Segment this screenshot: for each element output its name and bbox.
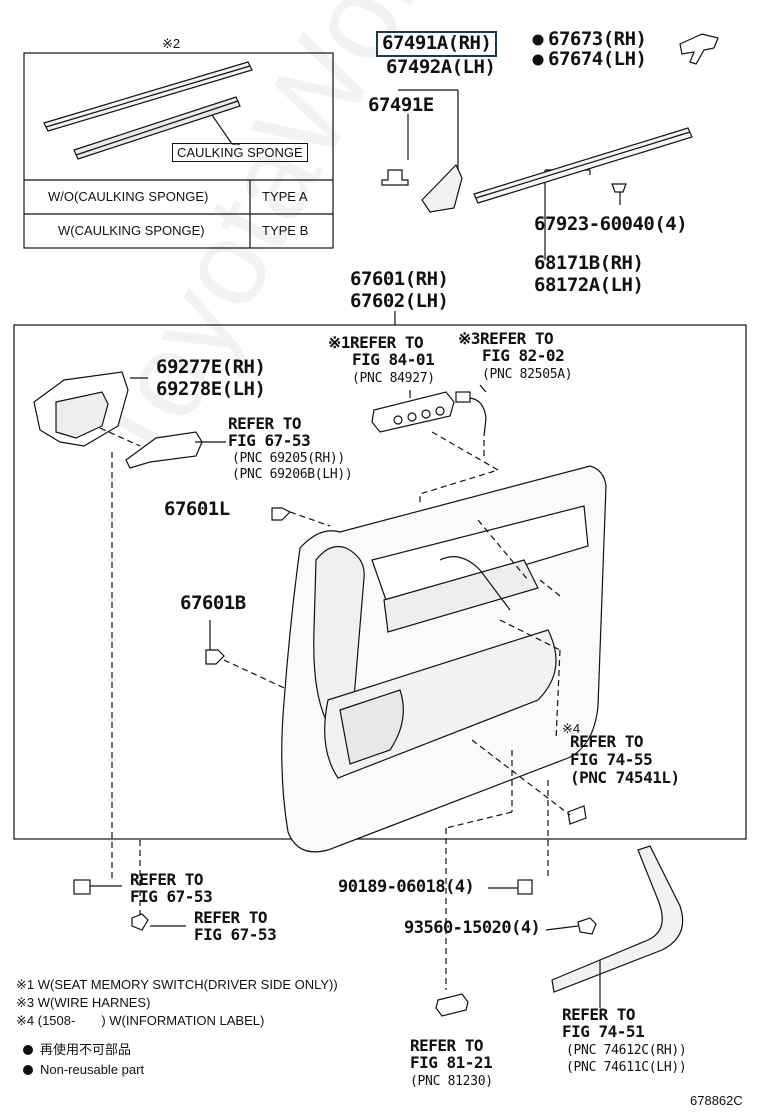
part-67491e[interactable]: 67491E [368, 94, 434, 116]
ref-fig74-55-pnc: (PNC 74541L) [570, 768, 680, 787]
non-reusable-dot-legend-2 [23, 1065, 33, 1075]
legend-en: Non-reusable part [40, 1062, 145, 1077]
bracket-67673 [679, 33, 719, 65]
part-67674[interactable]: 67674(LH) [548, 48, 647, 70]
non-reusable-dot-67674 [532, 54, 544, 66]
ref-fig67c-line1[interactable]: REFER TO [194, 908, 268, 927]
wire-harness-connector [455, 391, 471, 403]
note-4: ※4 (1508- ) W(INFORMATION LABEL) [16, 1013, 265, 1028]
ref-fig84-line1[interactable]: ※1REFER TO [328, 333, 424, 352]
part-68171b[interactable]: 68171B(RH) [534, 252, 644, 274]
ref-fig67a-pnc1: (PNC 69205(RH)) [232, 451, 345, 466]
ref-fig82-line1[interactable]: ※3REFER TO [458, 329, 554, 348]
ref-fig74-55-line1[interactable]: REFER TO [570, 732, 644, 751]
figure-code: 678862C [690, 1093, 743, 1108]
part-67601[interactable]: 67601(RH) [350, 268, 449, 290]
part-67923[interactable]: 67923-60040(4) [534, 213, 688, 235]
non-reusable-dot-67673 [532, 34, 544, 46]
ref-fig81-line2[interactable]: FIG 81-21 [410, 1053, 493, 1072]
inset-row-2-condition: W(CAULKING SPONGE) [58, 223, 205, 238]
legend-jp: 再使用不可部品 [40, 1042, 132, 1057]
ref-fig84-mark: ※1 [328, 333, 351, 352]
non-reusable-dot-legend [23, 1045, 33, 1055]
courtesy-lamp [435, 993, 469, 1017]
ref-fig74-55-mark: ※4 [562, 721, 581, 736]
armrest-trim [551, 845, 684, 993]
ref-fig84-line2[interactable]: FIG 84-01 [352, 350, 435, 369]
ref-fig67a-pnc2: (PNC 69206B(LH)) [232, 467, 353, 482]
ref-fig84-text: REFER TO [350, 333, 424, 352]
information-label [567, 805, 587, 825]
part-67673[interactable]: 67673(RH) [548, 28, 647, 50]
clip-67491e [381, 169, 409, 186]
ref-fig74-55-line2[interactable]: FIG 74-55 [570, 750, 653, 769]
ref-fig81-pnc: (PNC 81230) [410, 1074, 493, 1089]
clip-90189 [517, 879, 533, 895]
inner-door-handle [125, 431, 203, 469]
ref-fig67c-line2[interactable]: FIG 67-53 [194, 925, 277, 944]
ref-fig74-51-line2[interactable]: FIG 74-51 [562, 1022, 645, 1041]
clip-left-lower [73, 879, 91, 895]
part-67602[interactable]: 67602(LH) [350, 290, 449, 312]
part-68172a[interactable]: 68172A(LH) [534, 274, 644, 296]
door-trim-frame [13, 324, 747, 840]
ref-fig74-51-line1[interactable]: REFER TO [562, 1005, 636, 1024]
ref-fig84-pnc: (PNC 84927) [352, 371, 435, 386]
part-90189[interactable]: 90189-06018(4) [338, 877, 475, 897]
ref-fig67b-line1[interactable]: REFER TO [130, 870, 204, 889]
ref-fig67a-line1[interactable]: REFER TO [228, 414, 302, 433]
ref-fig67b-line2[interactable]: FIG 67-53 [130, 887, 213, 906]
part-67492a[interactable]: 67492A(LH) [386, 56, 496, 78]
inset-row-2-type: TYPE B [262, 223, 309, 238]
inset-box [23, 52, 334, 249]
ref-fig74-51-pnc1: (PNC 74612C(RH)) [566, 1043, 687, 1058]
inset-mark: ※2 [162, 36, 181, 51]
caulking-sponge-label: CAULKING SPONGE [172, 143, 308, 162]
inset-row-1-condition: W/O(CAULKING SPONGE) [48, 189, 209, 204]
inset-row-1-type: TYPE A [262, 189, 308, 204]
ref-fig67a-line2[interactable]: FIG 67-53 [228, 431, 311, 450]
note-1: ※1 W(SEAT MEMORY SWITCH(DRIVER SIDE ONLY… [16, 977, 338, 992]
ref-fig81-line1[interactable]: REFER TO [410, 1036, 484, 1055]
part-67601l[interactable]: 67601L [164, 498, 230, 520]
screw-93560 [577, 917, 597, 935]
part-67601b[interactable]: 67601B [180, 592, 246, 614]
part-69277e[interactable]: 69277E(RH) [156, 356, 266, 378]
ref-fig82-pnc: (PNC 82505A) [482, 367, 573, 382]
corner-cover [421, 163, 463, 213]
ref-fig82-mark: ※3 [458, 329, 481, 348]
ref-fig74-51-pnc2: (PNC 74611C(LH)) [566, 1060, 687, 1075]
part-93560[interactable]: 93560-15020(4) [404, 918, 541, 938]
seat-memory-switch [371, 391, 455, 433]
note-3: ※3 W(WIRE HARNES) [16, 995, 151, 1010]
part-69278e[interactable]: 69278E(LH) [156, 378, 266, 400]
ref-fig82-line2[interactable]: FIG 82-02 [482, 346, 565, 365]
ref-fig82-text: REFER TO [480, 329, 554, 348]
part-67491a[interactable]: 67491A(RH) [376, 31, 498, 57]
